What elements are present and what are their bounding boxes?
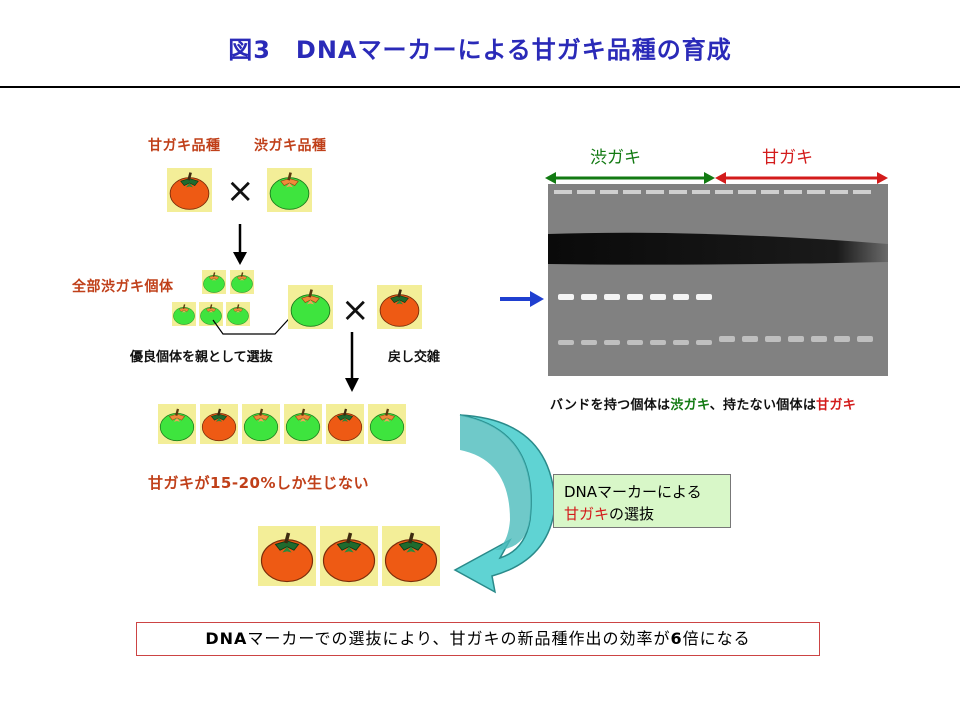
sweet-persimmon-icon [167,168,212,212]
f1-tile [230,270,254,294]
gel-caption-sweet: 甘ガキ [816,398,857,413]
offspring-tile [284,404,322,444]
offspring-tile [242,404,280,444]
marker-box-sweet: 甘ガキ [564,505,610,523]
offspring-tile [158,404,196,444]
astringent-persimmon-icon [230,270,254,294]
f1-astringent-label: 全部渋ガキ個体 [72,279,174,295]
astringent-variety-label: 渋ガキ品種 [254,138,327,154]
gel-caption: バンドを持つ個体は渋ガキ、持たない個体は甘ガキ [550,394,856,413]
f1-tile [199,302,223,326]
sweet-parent-tile [167,168,212,212]
f1-tile [202,270,226,294]
selection-note: 優良個体を親として選抜 [130,350,273,365]
backcross-parent-tile [377,285,422,329]
gel-astringent-label: 渋ガキ [590,148,641,168]
sweet-persimmon-icon [200,404,238,444]
sweet-persimmon-icon [326,404,364,444]
astringent-persimmon-icon [158,404,196,444]
band-pointer-arrow [500,291,544,307]
final-sweet-tile [382,526,440,586]
f1-tile [172,302,196,326]
astringent-persimmon-icon [288,285,333,329]
page-title: 図3 DNAマーカーによる甘ガキ品種の育成 [228,36,732,64]
astringent-persimmon-icon [172,302,196,326]
result-number: 6 [670,629,683,648]
astringent-persimmon-icon [202,270,226,294]
marker-box-rest: の選抜 [609,505,655,523]
marker-box-line2: 甘ガキの選抜 [564,503,720,525]
result-suffix: 倍になる [682,629,751,648]
gel-group-arrows [545,172,888,184]
selected-f1-tile [288,285,333,329]
astringent-persimmon-icon [242,404,280,444]
result-summary-box: DNAマーカーでの選抜により、甘ガキの新品種作出の効率が6倍になる [136,622,820,656]
offspring-tile [326,404,364,444]
sweet-persimmon-icon [377,285,422,329]
gel-sweet-label: 甘ガキ [762,148,813,168]
astringent-parent-tile [267,168,312,212]
f1-tile [226,302,250,326]
result-middle: マーカーでの選抜により、甘ガキの新品種作出の効率が [247,629,671,648]
astringent-persimmon-icon [368,404,406,444]
final-sweet-tile [258,526,316,586]
astringent-persimmon-icon [267,168,312,212]
down-arrow-1 [233,224,247,265]
final-sweet-tile [320,526,378,586]
result-dna: DNA [205,629,248,648]
sweet-ratio-label: 甘ガキが15-20%しか生じない [148,474,370,492]
sweet-persimmon-icon [382,526,440,586]
offspring-tile [200,404,238,444]
gel-caption-part1: バンドを持つ個体は [550,398,671,413]
dna-marker-selection-box: DNAマーカーによる 甘ガキの選抜 [553,474,731,528]
marker-box-line1: DNAマーカーによる [564,483,702,501]
title-divider [0,86,960,88]
gel-caption-astringent: 渋ガキ [670,398,710,413]
sweet-persimmon-icon [320,526,378,586]
backcross-label: 戻し交雑 [388,350,441,365]
offspring-tile [368,404,406,444]
astringent-persimmon-icon [284,404,322,444]
down-arrow-2 [345,332,359,392]
cross-symbol: × [341,290,370,330]
curved-selection-arrow [453,414,556,594]
sweet-variety-label: 甘ガキ品種 [148,138,221,154]
gel-caption-part3: 、持たない個体は [709,398,817,413]
gel-electrophoresis-image [548,184,888,376]
cross-symbol: × [226,171,255,211]
sweet-persimmon-icon [258,526,316,586]
